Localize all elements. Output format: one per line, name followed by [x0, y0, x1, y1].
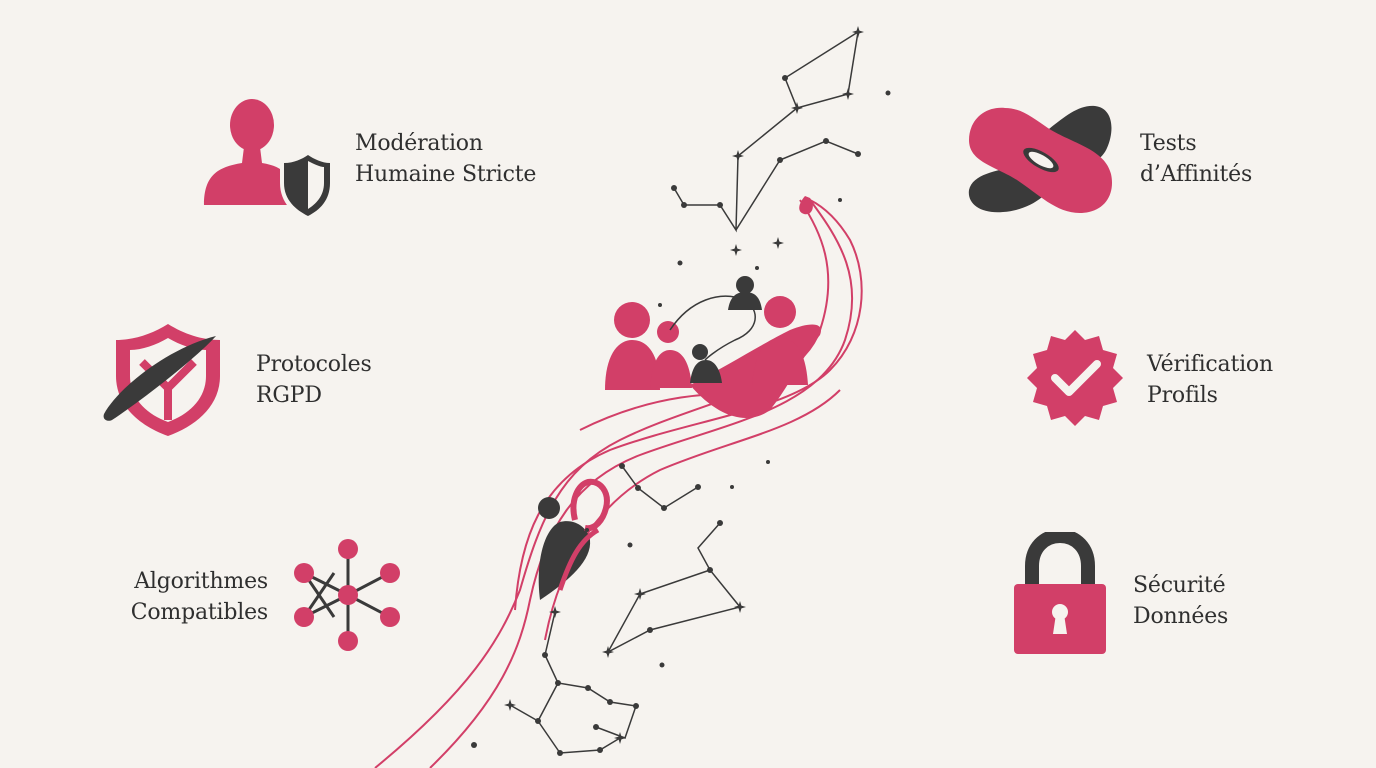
- user-shield-icon: [204, 99, 334, 221]
- rgpd-line2: RGPD: [256, 383, 322, 408]
- constellation-bottom: [509, 611, 638, 754]
- people-group-icon: [605, 276, 808, 390]
- constellation-bottom-stars: [471, 606, 639, 756]
- constellation-middle-stars: [585, 460, 770, 668]
- verification-line1: Vérification: [1147, 352, 1273, 377]
- verified-badge-icon: [1027, 330, 1123, 426]
- affinity-line1: Tests: [1140, 131, 1197, 156]
- constellation-top-stars: [658, 26, 891, 307]
- interlocking-rings-icon: [968, 105, 1113, 214]
- constellation-top: [673, 31, 859, 233]
- rgpd-line1: Protocoles: [256, 352, 372, 377]
- verification-line2: Profils: [1147, 383, 1218, 408]
- padlock-icon: [1014, 532, 1106, 654]
- algorithms-line1: Algorithmes: [134, 569, 268, 594]
- constellation-middle: [606, 465, 742, 654]
- security-line2: Données: [1133, 604, 1229, 629]
- moderation-line2: Humaine Stricte: [355, 162, 537, 187]
- network-nodes-icon: [294, 539, 400, 651]
- moderation-line1: Modération: [355, 131, 483, 156]
- ribbon-lines: [374, 199, 863, 768]
- affinity-line2: d’Affinités: [1140, 162, 1253, 187]
- algorithms-line2: Compatibles: [130, 600, 268, 625]
- shield-orbit-icon: [103, 324, 220, 436]
- security-line1: Sécurité: [1133, 573, 1226, 598]
- couple-figure-icon: [538, 478, 610, 600]
